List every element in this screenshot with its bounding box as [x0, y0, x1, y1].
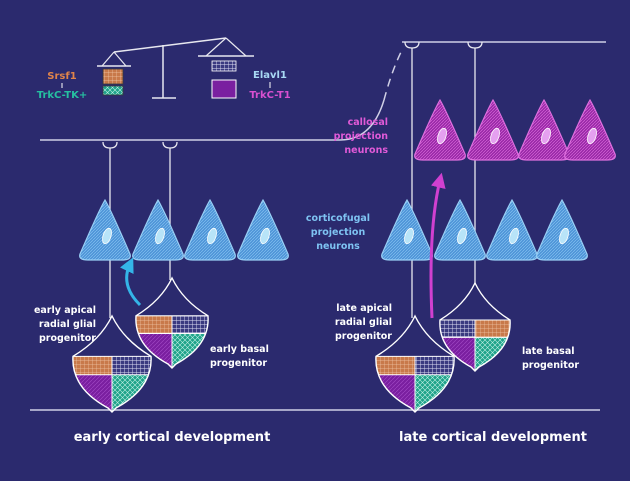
label-corticofugal: corticofugal projection neurons [306, 213, 370, 252]
late-basal-line2: progenitor [522, 360, 579, 371]
corticofugal-line2: projection [311, 227, 366, 238]
neuron-soma [564, 98, 616, 161]
late-apical-line2: radial glial [335, 317, 392, 328]
callosal-neuron [467, 98, 519, 161]
neuron-nucleus [457, 227, 467, 245]
corticofugal-line3: neurons [316, 241, 360, 252]
progenitor-outline [135, 276, 209, 369]
neuron-nucleus [207, 227, 217, 245]
late-basal-line1: late basal [522, 346, 575, 357]
label-trkc-tk: TrkC-TK+ [37, 90, 88, 101]
neuron-soma [381, 198, 433, 261]
neuron-soma [486, 198, 538, 261]
corticofugal-neuron [132, 198, 184, 261]
callosal-line2: projection [334, 131, 389, 142]
corticofugal-neuron [237, 198, 289, 261]
late-glial-fibres [404, 41, 483, 318]
label-late-apical: late apical radial glial progenitor [335, 303, 392, 342]
neuron-soma [536, 198, 588, 261]
corticofugal-neuron [486, 198, 538, 261]
pial-surface-dashed [383, 49, 403, 101]
late-corticofugal-neurons [381, 198, 588, 261]
callosal-line1: callosal [348, 117, 388, 128]
neuron-soma [237, 198, 289, 261]
callosal-neuron [414, 98, 466, 161]
early-apical-line2: radial glial [39, 319, 96, 330]
neuron-soma [79, 198, 131, 261]
neuron-soma [132, 198, 184, 261]
corticofugal-neuron [381, 198, 433, 261]
early-development-title: early cortical development [74, 430, 271, 445]
progenitor-outline [439, 281, 511, 372]
corticofugal-neuron [536, 198, 588, 261]
corticofugal-neuron [434, 198, 486, 261]
late-apical-line1: late apical [336, 303, 392, 314]
callosal-neuron [564, 98, 616, 161]
neuron-nucleus [102, 227, 112, 245]
late-apical-line3: progenitor [335, 331, 392, 342]
corticofugal-line1: corticofugal [306, 213, 370, 224]
callosal-neuron [518, 98, 570, 161]
neuron-soma [184, 198, 236, 261]
neuron-nucleus [490, 127, 500, 145]
callosal-neurons [414, 98, 616, 161]
progenitor-outline [375, 314, 455, 413]
neuron-nucleus [404, 227, 414, 245]
progenitor-outline [72, 314, 152, 413]
label-elavl1: Elavl1 [253, 70, 287, 81]
label-srsf1: Srsf1 [47, 71, 76, 82]
label-trkc-t1: TrkC-T1 [249, 90, 290, 101]
label-early-basal: early basal progenitor [210, 344, 269, 369]
neuron-soma [434, 198, 486, 261]
blue-migration-arrow [120, 257, 142, 307]
label-early-apical: early apical radial glial progenitor [34, 305, 96, 344]
neuron-nucleus [559, 227, 569, 245]
early-basal-line2: progenitor [210, 358, 267, 369]
early-apical-line3: progenitor [39, 333, 96, 344]
corticofugal-neuron [79, 198, 131, 261]
early-apical-line1: early apical [34, 305, 96, 316]
label-callosal: callosal projection neurons [334, 117, 389, 156]
neuron-nucleus [260, 227, 270, 245]
neuron-soma [467, 98, 519, 161]
pink-migration-arrow [429, 172, 446, 319]
callosal-line3: neurons [344, 145, 388, 156]
pial-surface-line [40, 99, 385, 141]
neuron-nucleus [155, 227, 165, 245]
neuron-nucleus [437, 127, 447, 145]
late-development-title: late cortical development [399, 430, 587, 445]
neuron-soma [414, 98, 466, 161]
balance-labels: Srsf1 TrkC-TK+ Elavl1 TrkC-T1 [37, 70, 291, 101]
neuron-nucleus [509, 227, 519, 245]
neuron-nucleus [541, 127, 551, 145]
balance-scale [97, 37, 254, 99]
neuron-soma [518, 98, 570, 161]
early-basal-line1: early basal [210, 344, 269, 355]
corticofugal-neuron [184, 198, 236, 261]
early-corticofugal-neurons [79, 198, 289, 261]
neuron-nucleus [587, 127, 597, 145]
label-late-basal: late basal progenitor [522, 346, 579, 371]
